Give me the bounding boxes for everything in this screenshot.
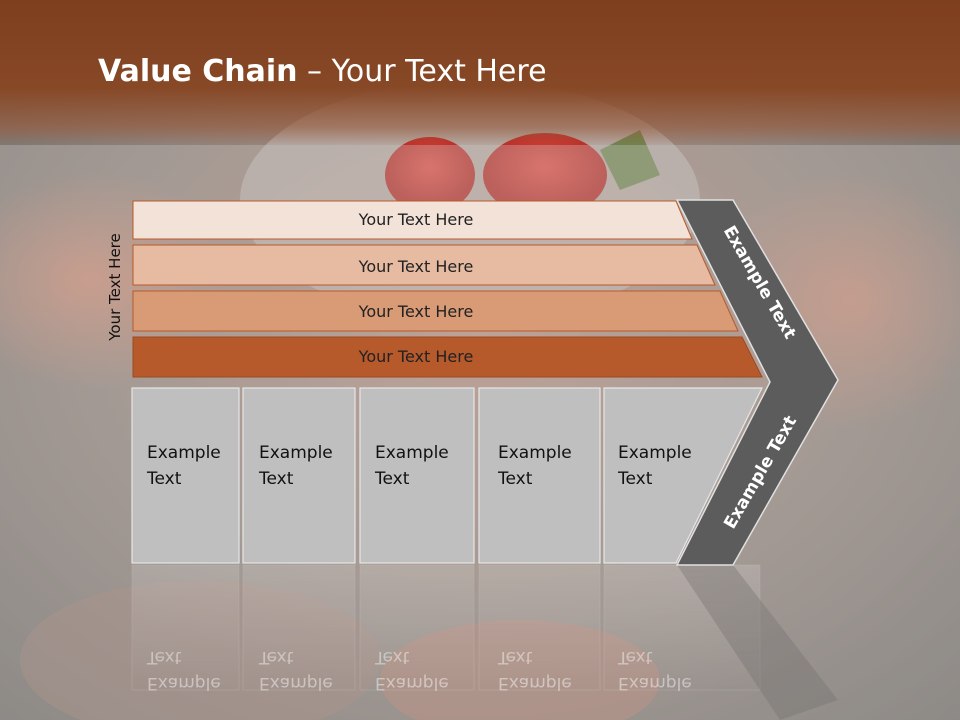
box-4: Example Text bbox=[478, 387, 601, 564]
box-line2: Text bbox=[258, 469, 294, 489]
box-line2: Text bbox=[146, 469, 182, 489]
box-line2: Text bbox=[617, 469, 653, 489]
bar-label: Your Text Here bbox=[358, 257, 474, 276]
box-shape bbox=[359, 387, 475, 564]
title-rest: – Your Text Here bbox=[297, 54, 547, 89]
chevron-shape bbox=[675, 199, 839, 566]
box-line1: Example bbox=[147, 443, 221, 463]
reflection-text: Example bbox=[259, 673, 333, 693]
bar-label: Your Text Here bbox=[358, 302, 474, 321]
bar-4: Your Text Here bbox=[132, 336, 763, 378]
reflection-text: Example bbox=[375, 673, 449, 693]
reflection-text: Text bbox=[617, 647, 653, 667]
bar-2: Your Text Here bbox=[132, 244, 716, 286]
bar-shape bbox=[132, 336, 763, 378]
box-1: Example Text bbox=[131, 387, 240, 564]
box-line1: Example bbox=[618, 443, 692, 463]
box-shape bbox=[478, 387, 601, 564]
bar-shape bbox=[132, 244, 716, 286]
reflection-text: Text bbox=[146, 647, 182, 667]
box-line2: Text bbox=[497, 469, 533, 489]
bar-shape bbox=[132, 200, 693, 240]
bar-1: Your Text Here bbox=[132, 200, 693, 240]
reflection-text: Text bbox=[497, 647, 533, 667]
reflection-text: Example bbox=[498, 673, 572, 693]
box-line1: Example bbox=[259, 443, 333, 463]
box-line1: Example bbox=[498, 443, 572, 463]
diagram-reflection: Text Example Text Example Text Example T… bbox=[131, 564, 838, 720]
box-line1: Example bbox=[375, 443, 449, 463]
bar-label: Your Text Here bbox=[358, 210, 474, 229]
box-5: Example Text bbox=[603, 387, 763, 564]
box-3: Example Text bbox=[359, 387, 475, 564]
box-shape bbox=[242, 387, 356, 564]
box-line2: Text bbox=[374, 469, 410, 489]
reflection-text: Text bbox=[258, 647, 294, 667]
reflection-text: Example bbox=[147, 673, 221, 693]
bar-shape bbox=[132, 290, 739, 332]
title-banner bbox=[0, 0, 960, 145]
bar-3: Your Text Here bbox=[132, 290, 739, 332]
box-shape bbox=[131, 387, 240, 564]
box-shape bbox=[603, 387, 763, 564]
slide-title: Value Chain – Your Text Here bbox=[98, 54, 547, 89]
title-bold: Value Chain bbox=[98, 54, 298, 89]
reflection-text: Text bbox=[374, 647, 410, 667]
reflection-text: Example bbox=[618, 673, 692, 693]
box-2: Example Text bbox=[242, 387, 356, 564]
bar-label: Your Text Here bbox=[358, 347, 474, 366]
